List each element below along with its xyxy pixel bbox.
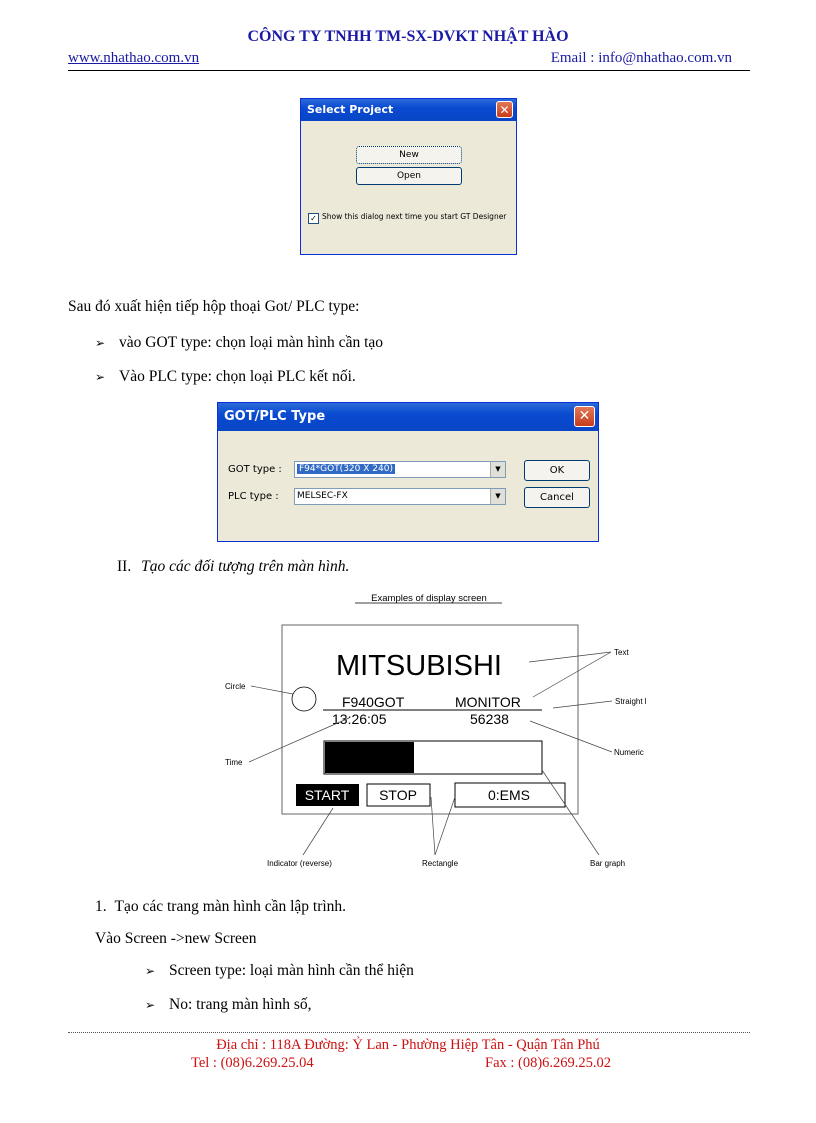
paragraph-new-screen: Vào Screen ->new Screen (95, 930, 257, 947)
label-time: Time (225, 758, 243, 767)
got-type-label: GOT type : (228, 464, 282, 475)
ok-button[interactable]: OK (524, 460, 590, 481)
bullet-text: vào GOT type: chọn loại màn hình cần tạo (119, 334, 384, 351)
dialog-titlebar: Select Project ✕ (301, 99, 516, 121)
model-text: F940GOT (342, 694, 405, 710)
bullet-arrow-icon: ➢ (95, 336, 106, 350)
label-text: Text (614, 648, 629, 657)
show-dialog-checkbox[interactable]: ✓ (308, 213, 319, 224)
screen-title: MITSUBISHI (336, 650, 502, 682)
bullet-arrow-icon: ➢ (145, 998, 156, 1012)
dialog-title: GOT/PLC Type (224, 409, 326, 424)
start-indicator (296, 784, 359, 806)
numeric-value: 56238 (470, 711, 509, 727)
company-name: CÔNG TY TNHH TM-SX-DVKT NHẬT HÀO (247, 28, 569, 45)
footer-tel: Tel : (08)6.269.25.04 (191, 1055, 314, 1071)
chevron-down-icon[interactable]: ▼ (490, 489, 505, 504)
dialog-titlebar: GOT/PLC Type ✕ (218, 403, 598, 431)
paragraph-got-plc: Sau đó xuất hiện tiếp hộp thoại Got/ PLC… (68, 298, 360, 315)
step-heading: 1. Tạo các trang màn hình cần lập trình. (95, 898, 346, 916)
stop-text: STOP (379, 787, 417, 803)
display-screen-example: Examples of display screen MITSUBISHI F9… (215, 590, 658, 870)
got-type-value: F94*GOT(320 X 240) (297, 464, 395, 474)
bar-graph-fill (325, 742, 414, 773)
bullet-text: Vào PLC type: chọn loại PLC kết nối. (119, 368, 356, 385)
checkbox-label: Show this dialog next time you start GT … (322, 212, 507, 221)
footer-fax: Fax : (08)6.269.25.02 (485, 1055, 612, 1071)
footer-address: Địa chỉ : 118A Đường: Ỷ Lan - Phường Hiệ… (216, 1037, 600, 1053)
dialog-title: Select Project (307, 103, 394, 116)
time-value: 13:26:05 (332, 711, 387, 727)
bullet-text: Screen type: loại màn hình cần thể hiện (169, 962, 414, 979)
start-text: START (305, 787, 350, 803)
bullet-screen-type: ➢ Screen type: loại màn hình cần thể hiện (145, 962, 414, 980)
circle-shape (291, 686, 317, 712)
label-straight-line: Straight line (615, 697, 647, 706)
section-number: II. (117, 558, 132, 575)
new-button[interactable]: New (356, 146, 462, 164)
plc-type-select[interactable]: MELSEC-FX ▼ (294, 488, 506, 505)
plc-type-label: PLC type : (228, 491, 279, 502)
label-bar-graph: Bar graph (590, 859, 625, 868)
step-number: 1. (95, 898, 107, 915)
label-numeric: Numeric (614, 748, 644, 757)
bullet-got-type: ➢ vào GOT type: chọn loại màn hình cần tạ… (95, 334, 383, 352)
monitor-text: MONITOR (455, 694, 521, 710)
got-plc-type-dialog: GOT/PLC Type ✕ GOT type : F94*GOT(320 X … (217, 402, 599, 542)
label-indicator: Indicator (reverse) (267, 859, 332, 868)
cancel-button[interactable]: Cancel (524, 487, 590, 508)
section-title: Tạo các đối tượng trên màn hình. (141, 558, 350, 575)
got-type-select[interactable]: F94*GOT(320 X 240) ▼ (294, 461, 506, 478)
bullet-arrow-icon: ➢ (95, 370, 106, 384)
label-circle: Circle (225, 682, 246, 691)
callout-lines (248, 651, 613, 856)
bullet-text: No: trang màn hình số, (169, 996, 312, 1013)
select-project-dialog: Select Project ✕ New Open ✓ Show this di… (300, 98, 517, 255)
section-heading: II. Tạo các đối tượng trên màn hình. (117, 558, 349, 576)
close-icon[interactable]: ✕ (574, 406, 595, 427)
ems-rectangle (454, 782, 566, 808)
bullet-arrow-icon: ➢ (145, 964, 156, 978)
bullet-plc-type: ➢ Vào PLC type: chọn loại PLC kết nối. (95, 368, 356, 386)
stop-rectangle (366, 783, 431, 807)
step-text: Tạo các trang màn hình cần lập trình. (114, 898, 347, 915)
email-text: Email : info@nhathao.com.vn (550, 50, 732, 66)
bullet-screen-no: ➢ No: trang màn hình số, (145, 996, 312, 1014)
chevron-down-icon[interactable]: ▼ (490, 462, 505, 477)
footer-divider (68, 1032, 750, 1033)
website-link[interactable]: www.nhathao.com.vn (68, 50, 200, 66)
open-button[interactable]: Open (356, 167, 462, 185)
diagram-caption: Examples of display screen (371, 593, 487, 604)
header-divider (68, 70, 750, 71)
ems-text: 0:EMS (488, 787, 530, 803)
close-icon[interactable]: ✕ (496, 101, 513, 118)
label-rectangle: Rectangle (422, 859, 459, 868)
plc-type-value: MELSEC-FX (297, 491, 348, 501)
